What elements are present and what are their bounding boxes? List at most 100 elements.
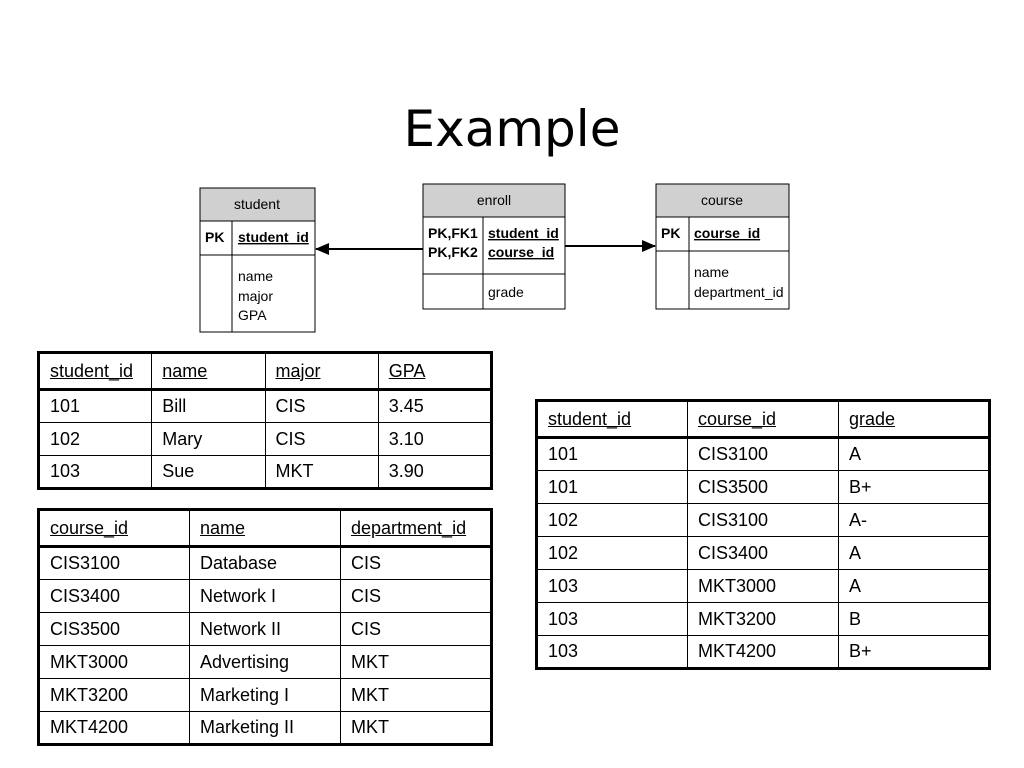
column-header: name — [151, 352, 266, 391]
column-header: student_id — [37, 352, 153, 391]
table-cell: MKT4200 — [38, 711, 190, 745]
table-cell: Marketing II — [189, 711, 341, 745]
entity-student: student PK student_id name major GPA — [199, 187, 316, 333]
table-cell: MKT — [340, 678, 492, 712]
table-cell: MKT3000 — [687, 569, 839, 603]
table-cell: B+ — [838, 470, 990, 504]
entity-enroll-title: enroll — [477, 192, 511, 208]
table-cell: 3.90 — [377, 455, 493, 489]
table-cell: CIS3500 — [687, 470, 839, 504]
table-cell: MKT — [340, 645, 492, 679]
table-cell: MKT4200 — [687, 635, 839, 669]
table-cell: 103 — [536, 569, 688, 603]
entity-student-title: student — [234, 196, 280, 212]
table-cell: CIS — [340, 612, 492, 646]
table-cell: Network II — [189, 612, 341, 646]
column-header: major — [264, 352, 379, 391]
table-cell: B — [838, 602, 990, 636]
entity-student-attr: GPA — [238, 307, 267, 323]
column-header: GPA — [377, 352, 493, 391]
entity-course-attr: name — [694, 264, 729, 280]
column-header: student_id — [536, 400, 688, 439]
entity-course-pk-label: PK — [661, 225, 680, 241]
column-header: course_id — [38, 509, 190, 548]
table-cell: MKT3200 — [38, 678, 190, 712]
entity-enroll-key-label: PK,FK1 — [428, 225, 478, 241]
table-cell: CIS — [264, 422, 379, 456]
table-cell: Network I — [189, 579, 341, 613]
table-cell: CIS3100 — [687, 503, 839, 537]
table-cell: 101 — [37, 389, 153, 423]
entity-course-attr: department_id — [694, 284, 784, 300]
table-cell: CIS — [264, 389, 379, 423]
table-cell: MKT3000 — [38, 645, 190, 679]
entity-student-pk-label: PK — [205, 229, 224, 245]
entity-student-pk-field: student_id — [238, 229, 309, 245]
entity-course-pk-field: course_id — [694, 225, 760, 241]
table-cell: CIS3400 — [38, 579, 190, 613]
table-cell: 102 — [37, 422, 153, 456]
entity-enroll-key-field: course_id — [488, 244, 554, 260]
column-header: course_id — [687, 400, 839, 439]
table-cell: Bill — [151, 389, 266, 423]
entity-enroll-key-label: PK,FK2 — [428, 244, 478, 260]
entity-enroll: enroll PK,FK1 PK,FK2 student_id course_i… — [422, 183, 566, 310]
column-header: name — [189, 509, 341, 548]
er-diagram: student PK student_id name major GPA enr… — [199, 183, 790, 333]
table-cell: MKT — [264, 455, 379, 489]
table-cell: A — [838, 536, 990, 570]
table-cell: 101 — [536, 437, 688, 471]
table-cell: B+ — [838, 635, 990, 669]
entity-student-attr: name — [238, 268, 273, 284]
table-cell: A — [838, 437, 990, 471]
table-cell: CIS — [340, 546, 492, 580]
entity-course-title: course — [701, 192, 743, 208]
table-cell: CIS3100 — [687, 437, 839, 471]
table-cell: 101 — [536, 470, 688, 504]
entity-course: course PK course_id name department_id — [655, 183, 790, 310]
table-cell: CIS3500 — [38, 612, 190, 646]
table-cell: Advertising — [189, 645, 341, 679]
table-cell: Database — [189, 546, 341, 580]
table-cell: 102 — [536, 536, 688, 570]
table-cell: 103 — [536, 602, 688, 636]
table-cell: 103 — [37, 455, 153, 489]
table-cell: Sue — [151, 455, 266, 489]
column-header: department_id — [340, 509, 492, 548]
entity-enroll-key-field: student_id — [488, 225, 559, 241]
column-header: grade — [838, 400, 990, 439]
table-cell: CIS3400 — [687, 536, 839, 570]
table-cell: Marketing I — [189, 678, 341, 712]
entity-enroll-attr: grade — [488, 284, 524, 300]
table-cell: 3.45 — [377, 389, 493, 423]
table-cell: A- — [838, 503, 990, 537]
entity-student-attr: major — [238, 288, 273, 304]
table-cell: Mary — [151, 422, 266, 456]
table-cell: 103 — [536, 635, 688, 669]
table-cell: MKT — [340, 711, 492, 745]
table-cell: CIS — [340, 579, 492, 613]
table-cell: 3.10 — [377, 422, 493, 456]
table-cell: 102 — [536, 503, 688, 537]
table-cell: CIS3100 — [38, 546, 190, 580]
